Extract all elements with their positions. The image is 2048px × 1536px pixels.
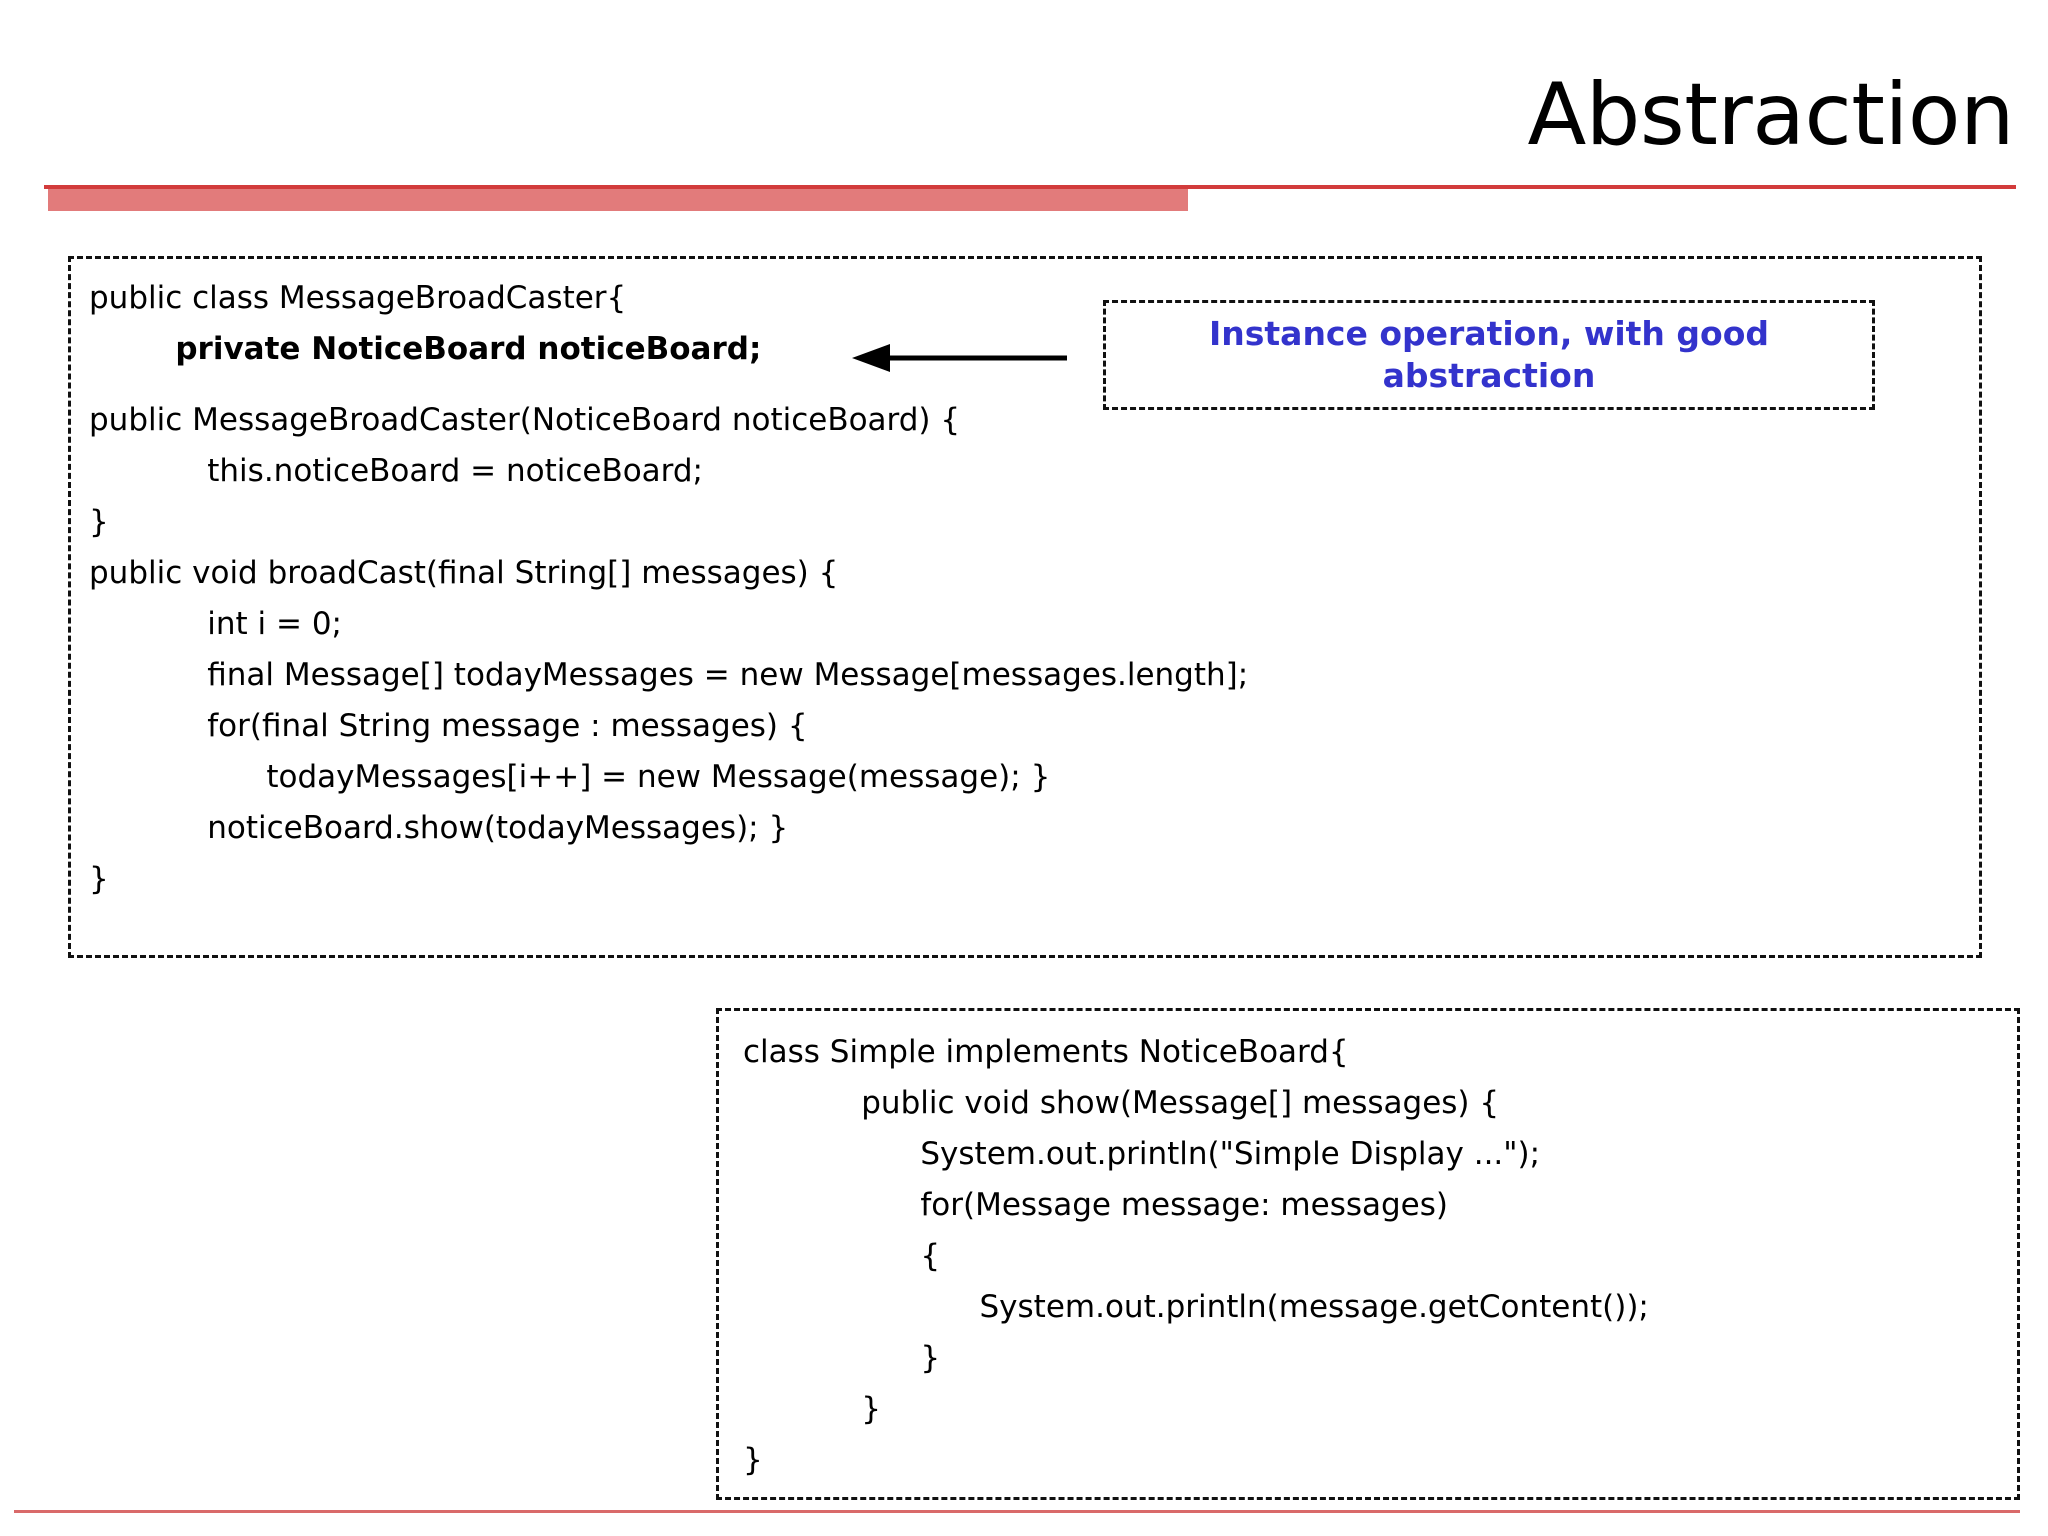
header-rule-thin: [44, 185, 2016, 189]
callout-text: Instance operation, with good abstractio…: [1208, 314, 1770, 395]
arrow-left-icon: [852, 344, 1067, 372]
code-line: public void broadCast(final String[] mes…: [89, 555, 839, 591]
code-line: int i = 0;: [89, 606, 342, 642]
code-line: private NoticeBoard noticeBoard;: [89, 331, 762, 367]
code-block-broadcaster-lines: public class MessageBroadCaster{ private…: [89, 273, 1969, 905]
page-title: Abstraction: [1527, 65, 2014, 165]
code-line: System.out.println("Simple Display ...")…: [743, 1136, 1541, 1172]
code-line: {: [743, 1238, 941, 1274]
code-line: for(Message message: messages): [743, 1187, 1448, 1223]
footer-rule: [14, 1510, 2020, 1513]
code-line: }: [89, 504, 109, 540]
code-block-simple-lines: class Simple implements NoticeBoard{ pub…: [743, 1027, 2007, 1486]
code-block-simple: class Simple implements NoticeBoard{ pub…: [716, 1008, 2020, 1500]
code-line: public class MessageBroadCaster{: [89, 280, 627, 316]
code-line: public void show(Message[] messages) {: [743, 1085, 1500, 1121]
code-block-broadcaster: public class MessageBroadCaster{ private…: [68, 256, 1982, 958]
code-line: public MessageBroadCaster(NoticeBoard no…: [89, 402, 961, 438]
code-line: System.out.println(message.getContent())…: [743, 1289, 1649, 1325]
code-line: final Message[] todayMessages = new Mess…: [89, 657, 1249, 693]
code-line: }: [743, 1391, 881, 1427]
code-line: this.noticeBoard = noticeBoard;: [89, 453, 704, 489]
code-line: noticeBoard.show(todayMessages); }: [89, 810, 789, 846]
code-line: }: [89, 861, 109, 897]
code-line: for(final String message : messages) {: [89, 708, 808, 744]
code-line: todayMessages[i++] = new Message(message…: [89, 759, 1051, 795]
code-line: }: [743, 1340, 941, 1376]
code-line: }: [743, 1442, 763, 1478]
header-rule-thick: [48, 189, 1188, 211]
code-line: class Simple implements NoticeBoard{: [743, 1034, 1349, 1070]
callout-instance-operation: Instance operation, with good abstractio…: [1103, 300, 1875, 410]
